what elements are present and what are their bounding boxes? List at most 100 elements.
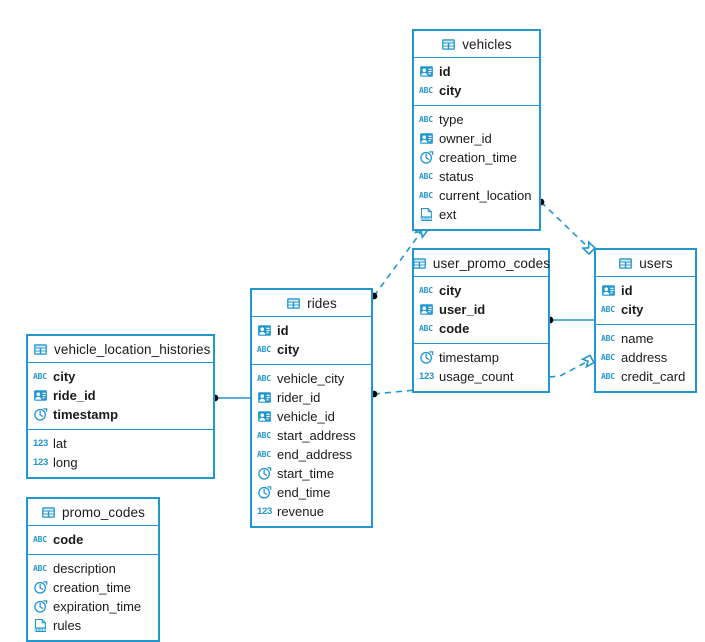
- column-name-label: city: [439, 83, 462, 98]
- clock-timestamp-icon: [257, 466, 272, 481]
- column-row[interactable]: ride_id: [28, 386, 213, 405]
- table-header-vehicle_location_histories[interactable]: vehicle_location_histories: [28, 336, 213, 363]
- json-document-icon: JSON: [33, 618, 48, 633]
- table-name-label: rides: [307, 295, 337, 311]
- key-id-icon: [257, 323, 272, 338]
- column-name-label: id: [621, 283, 633, 298]
- clock-timestamp-icon: [419, 350, 434, 365]
- column-row[interactable]: start_time: [252, 464, 371, 483]
- column-row[interactable]: 123 usage_count: [414, 367, 548, 386]
- 123-number-icon: 123: [33, 457, 48, 468]
- column-name-label: credit_card: [621, 369, 686, 384]
- column-name-label: id: [439, 64, 451, 79]
- column-row[interactable]: timestamp: [414, 348, 548, 367]
- column-row[interactable]: 123 long: [28, 453, 213, 472]
- clock-timestamp-icon: [33, 407, 48, 422]
- column-row[interactable]: ABC city: [414, 81, 539, 100]
- column-row[interactable]: id: [252, 321, 371, 340]
- column-row[interactable]: ABC code: [414, 319, 548, 338]
- table-name-label: promo_codes: [62, 504, 145, 520]
- table-icon: [412, 256, 427, 271]
- table-name-label: vehicles: [462, 36, 512, 52]
- table-header-promo_codes[interactable]: promo_codes: [28, 499, 158, 526]
- column-row[interactable]: user_id: [414, 300, 548, 319]
- relationship-user-promo-codes-to-users[interactable]: [546, 316, 594, 324]
- relationship-line: [540, 201, 593, 252]
- column-name-label: status: [439, 169, 474, 184]
- table-header-rides[interactable]: rides: [252, 290, 371, 317]
- table-header-vehicles[interactable]: vehicles: [414, 31, 539, 58]
- column-row[interactable]: end_time: [252, 483, 371, 502]
- 123-number-icon: 123: [419, 371, 434, 382]
- column-name-label: city: [53, 369, 76, 384]
- column-name-label: city: [439, 283, 462, 298]
- column-row[interactable]: id: [414, 62, 539, 81]
- column-name-label: usage_count: [439, 369, 514, 384]
- abc-string-icon: ABC: [419, 191, 433, 200]
- clock-timestamp-icon: [257, 485, 272, 500]
- column-name-label: start_address: [277, 428, 356, 443]
- key-id-icon: [257, 390, 272, 405]
- column-name-label: ride_id: [53, 388, 96, 403]
- column-row[interactable]: creation_time: [28, 578, 158, 597]
- table-name-label: vehicle_location_histories: [54, 341, 211, 357]
- column-row[interactable]: ABC name: [596, 329, 695, 348]
- column-row[interactable]: vehicle_id: [252, 407, 371, 426]
- table-name-label: user_promo_codes: [432, 255, 551, 271]
- column-row[interactable]: id: [596, 281, 695, 300]
- abc-string-icon: ABC: [419, 324, 433, 333]
- key-id-icon: [419, 302, 434, 317]
- column-name-label: user_id: [439, 302, 486, 317]
- abc-string-icon: ABC: [257, 450, 271, 459]
- column-row[interactable]: creation_time: [414, 148, 539, 167]
- column-row[interactable]: rider_id: [252, 388, 371, 407]
- column-name-label: start_time: [277, 466, 335, 481]
- relationship-vehicles-to-users[interactable]: [537, 198, 597, 256]
- abc-string-icon: ABC: [419, 86, 433, 95]
- svg-text:JSON: JSON: [420, 216, 432, 221]
- column-name-label: description: [53, 561, 116, 576]
- column-row[interactable]: expiration_time: [28, 597, 158, 616]
- column-name-label: name: [621, 331, 654, 346]
- column-name-label: vehicle_id: [277, 409, 335, 424]
- column-row[interactable]: timestamp: [28, 405, 213, 424]
- relationship-vehicle-location-histories-to-rides[interactable]: [211, 394, 250, 402]
- column-name-label: long: [53, 455, 78, 470]
- column-row[interactable]: owner_id: [414, 129, 539, 148]
- column-name-label: code: [439, 321, 470, 336]
- table-header-user_promo_codes[interactable]: user_promo_codes: [412, 250, 551, 277]
- column-name-label: timestamp: [439, 350, 499, 365]
- abc-string-icon: ABC: [601, 334, 615, 343]
- column-name-label: end_time: [277, 485, 331, 500]
- table-header-users[interactable]: users: [596, 250, 695, 277]
